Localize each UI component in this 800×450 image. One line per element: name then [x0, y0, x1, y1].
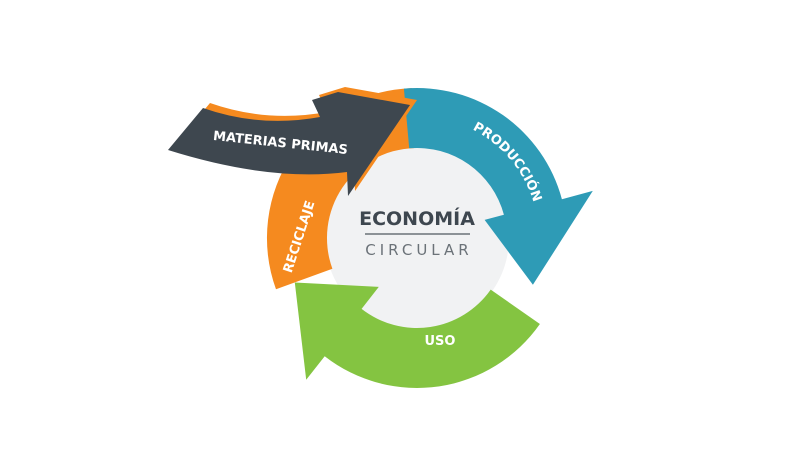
- center-subtitle: CIRCULAR: [365, 241, 472, 259]
- center-title: ECONOMÍA: [359, 207, 475, 230]
- materias-primas-arrow: [168, 92, 410, 196]
- uso-label: USO: [425, 334, 456, 349]
- uso-arrow: [294, 282, 540, 388]
- center-circle: [325, 146, 509, 330]
- produccion-arrow: [403, 88, 593, 285]
